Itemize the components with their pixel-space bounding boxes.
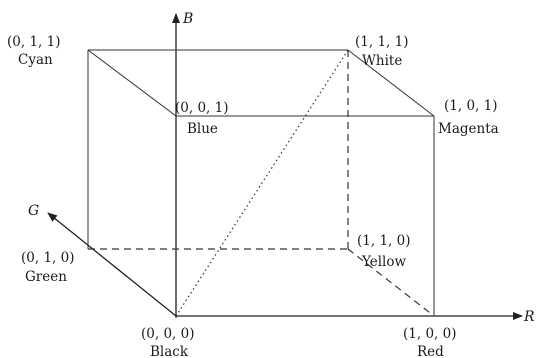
black-coord: (0, 0, 0) (141, 326, 194, 342)
cyan-coord: (0, 1, 1) (7, 34, 60, 50)
b-axis-label: B (182, 11, 193, 27)
yellow-name: Yellow (361, 254, 406, 270)
red-coord: (1, 0, 0) (403, 326, 456, 342)
yellow-coord: (1, 1, 0) (357, 233, 410, 249)
magenta-name: Magenta (438, 121, 499, 137)
cyan-name: Cyan (18, 52, 53, 68)
white-coord: (1, 1, 1) (355, 34, 408, 50)
white-name: White (362, 53, 402, 69)
edge-yellow-red (347, 248, 435, 317)
red-name: Red (417, 344, 444, 358)
black-name: Black (150, 344, 189, 358)
grayscale-diagonal (175, 49, 349, 317)
green-coord: (0, 1, 0) (21, 250, 74, 266)
blue-name: Blue (187, 121, 218, 137)
g-axis-label: G (28, 203, 39, 219)
edge-cyan-blue (87, 49, 177, 117)
r-axis-label: R (523, 309, 535, 325)
green-name: Green (25, 269, 67, 285)
edge-white-magenta (347, 49, 435, 117)
g-axis (47, 212, 177, 317)
blue-coord: (0, 0, 1) (175, 100, 228, 116)
magenta-coord: (1, 0, 1) (444, 98, 497, 114)
